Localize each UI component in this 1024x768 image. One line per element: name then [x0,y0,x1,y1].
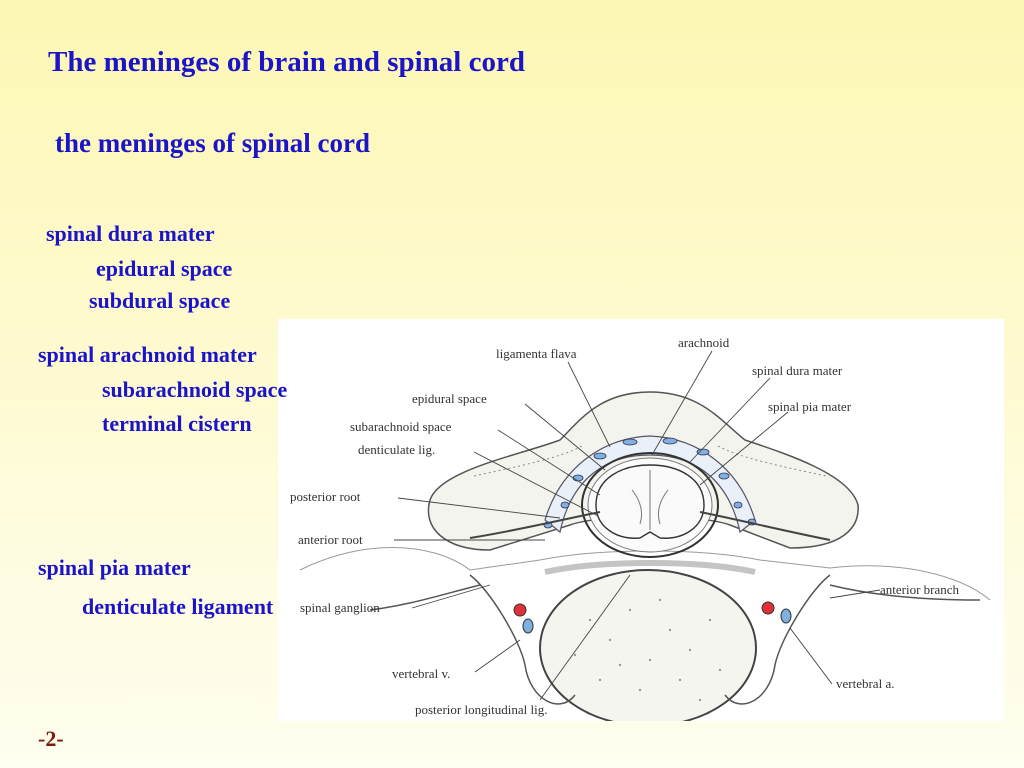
vertebral-body-stipple [573,598,722,702]
right-root [699,511,831,541]
right-anterior-branch [829,584,981,601]
label-epidural-space: epidural space [412,391,487,406]
label-denticulate-lig: denticulate lig. [358,442,435,457]
dural-sac [581,452,719,558]
label-posterior-root: posterior root [290,489,361,504]
label-arachnoid: arachnoid [678,335,730,350]
label-spinal-dura-mater: spinal dura mater [752,363,843,378]
label-spinal-pia-mater: spinal pia mater [768,399,852,414]
term-terminal-cistern: terminal cistern [102,411,252,436]
term-epidural-space: epidural space [96,256,233,281]
term-spinal-arachnoid-mater: spinal arachnoid mater [38,342,257,367]
right-vertebral-vein [780,608,792,624]
label-anterior-branch: anterior branch [880,582,960,597]
term-subarachnoid-space: subarachnoid space [102,377,288,402]
vertebral-body [539,569,757,721]
label-anterior-root: anterior root [298,532,363,547]
label-vertebral-v: vertebral v. [392,666,450,681]
term-spinal-dura-mater: spinal dura mater [46,221,215,246]
label-subarachnoid-space: subarachnoid space [350,419,452,434]
slide-title: The meninges of brain and spinal cord [48,46,525,78]
cross-section-illustration: ligamenta flava arachnoid spinal dura ma… [290,335,991,721]
venous-plexus [543,437,757,529]
left-vertebral-vein [522,618,534,634]
right-transverse-process [724,574,831,705]
slide-subtitle: the meninges of spinal cord [55,128,371,158]
label-vertebral-a: vertebral a. [836,676,894,691]
grey-matter-outline [631,470,669,530]
left-transverse-process [469,574,576,705]
term-denticulate-ligament: denticulate ligament [82,594,274,619]
posterior-longitudinal-ligament [544,560,756,575]
label-ligamenta-flava: ligamenta flava [496,346,577,361]
term-spinal-pia-mater: spinal pia mater [38,555,191,580]
right-vertebral-artery [761,601,775,615]
leader-lines [394,350,881,701]
label-spinal-ganglion: spinal ganglion [300,600,380,615]
spinal-cord-cross-section-figure: ligamenta flava arachnoid spinal dura ma… [278,319,1004,721]
label-posterior-longitudinal-lig: posterior longitudinal lig. [415,702,548,717]
term-subdural-space: subdural space [89,288,231,313]
page-number: -2- [38,726,64,751]
left-spinal-nerve [369,584,481,611]
left-vertebral-artery [513,603,527,617]
left-root [469,511,601,539]
